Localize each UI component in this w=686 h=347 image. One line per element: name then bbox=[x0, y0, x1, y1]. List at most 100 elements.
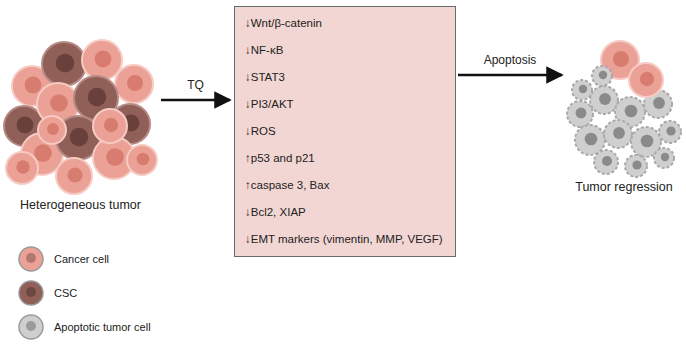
cell-nucleus bbox=[576, 108, 587, 119]
cell-body bbox=[127, 145, 157, 175]
cell-illustration bbox=[82, 40, 122, 80]
effect-item: ↓ROS bbox=[245, 124, 445, 138]
cell-illustration bbox=[625, 155, 647, 177]
cell-body bbox=[567, 101, 593, 127]
cell-illustration bbox=[572, 80, 592, 100]
cell-body bbox=[82, 40, 122, 80]
cell-illustration bbox=[659, 121, 681, 143]
arrow-label: Apoptosis bbox=[481, 53, 540, 67]
legend-label: Apoptotic tumor cell bbox=[54, 321, 151, 333]
cell-body bbox=[604, 120, 632, 148]
cell-nucleus bbox=[579, 85, 587, 93]
cell-body bbox=[594, 150, 618, 174]
cell-nucleus bbox=[95, 51, 112, 68]
cell-nucleus bbox=[34, 144, 52, 162]
effect-item: ↓NF-κB bbox=[245, 43, 445, 57]
legend-label: Cancer cell bbox=[54, 253, 109, 265]
cell-illustration bbox=[567, 101, 593, 127]
cell-nucleus bbox=[50, 94, 68, 112]
legend-swatch bbox=[16, 278, 46, 308]
cell-nucleus bbox=[585, 133, 598, 146]
cell-illustration bbox=[56, 158, 92, 194]
effect-item: ↓Wnt/β-catenin bbox=[245, 16, 445, 30]
legend-swatch bbox=[16, 244, 46, 274]
cell-nucleus bbox=[70, 128, 88, 146]
effect-item: ↓EMT markers (vimentin, MMP, VEGF) bbox=[245, 232, 445, 246]
cell-cluster bbox=[2, 26, 159, 196]
cell-nucleus bbox=[613, 51, 629, 67]
swatch-cell bbox=[19, 281, 43, 305]
legend-entry: Cancer cell bbox=[16, 244, 109, 274]
cell-nucleus bbox=[137, 153, 150, 166]
cell-body bbox=[659, 121, 681, 143]
cell-illustration bbox=[115, 65, 153, 103]
cell-body bbox=[590, 86, 618, 114]
mechanism-box: ↓Wnt/β-catenin ↓NF-κB ↓STAT3 ↓PI3/AKT ↓ROS ↑p… bbox=[234, 6, 456, 257]
cell-illustration bbox=[127, 145, 157, 175]
cell-nucleus bbox=[106, 148, 124, 166]
swatch-nucleus bbox=[26, 287, 36, 297]
legend-swatch bbox=[16, 312, 46, 342]
cell-body bbox=[38, 116, 66, 144]
cell-nucleus bbox=[602, 156, 612, 166]
cell-nucleus bbox=[666, 126, 675, 135]
cell-nucleus bbox=[632, 160, 641, 169]
stage-label: Tumor regression bbox=[566, 180, 682, 194]
cell-illustration bbox=[604, 120, 632, 148]
cell-illustration bbox=[6, 152, 38, 184]
cell-body bbox=[629, 63, 663, 97]
tumor-illustration: Heterogeneous tumor bbox=[2, 26, 159, 212]
effect-item: ↑p53 and p21 bbox=[245, 151, 445, 165]
cell-nucleus bbox=[640, 72, 654, 86]
cell-nucleus bbox=[88, 88, 106, 106]
cell-illustration bbox=[594, 150, 618, 174]
cell-nucleus bbox=[67, 167, 82, 182]
cell-body bbox=[6, 152, 38, 184]
swatch-cell bbox=[19, 315, 43, 339]
swatch-nucleus bbox=[26, 321, 36, 331]
cell-nucleus bbox=[625, 105, 638, 118]
cell-nucleus bbox=[661, 153, 669, 161]
cell-body bbox=[592, 66, 612, 86]
cell-nucleus bbox=[641, 135, 654, 148]
cell-nucleus bbox=[25, 77, 42, 94]
effect-item: ↓PI3/AKT bbox=[245, 97, 445, 111]
stage-label: Heterogeneous tumor bbox=[2, 198, 159, 212]
process-arrow bbox=[458, 74, 562, 77]
cell-cluster bbox=[566, 30, 682, 178]
cell-illustration bbox=[592, 66, 612, 86]
cell-nucleus bbox=[653, 97, 665, 109]
cell-illustration bbox=[590, 86, 618, 114]
effect-item: ↑caspase 3, Bax bbox=[245, 178, 445, 192]
swatch-nucleus bbox=[26, 253, 36, 263]
cell-illustration bbox=[42, 42, 86, 86]
cell-body bbox=[56, 158, 92, 194]
swatch-cell bbox=[19, 247, 43, 271]
arrow-label: TQ bbox=[184, 78, 207, 92]
cell-nucleus bbox=[613, 127, 625, 139]
cell-nucleus bbox=[47, 123, 59, 135]
cell-nucleus bbox=[104, 118, 118, 132]
cell-illustration bbox=[654, 148, 674, 168]
cell-body bbox=[572, 80, 592, 100]
cell-nucleus bbox=[127, 75, 143, 91]
cell-body bbox=[42, 42, 86, 86]
tumor-illustration: Tumor regression bbox=[566, 30, 682, 194]
cell-nucleus bbox=[599, 71, 607, 79]
legend-label: CSC bbox=[54, 287, 77, 299]
cell-body bbox=[115, 65, 153, 103]
cell-illustration bbox=[38, 116, 66, 144]
legend-entry: CSC bbox=[16, 278, 77, 308]
cell-nucleus bbox=[16, 160, 29, 173]
cell-body bbox=[625, 155, 647, 177]
cell-illustration bbox=[629, 63, 663, 97]
cell-body bbox=[654, 148, 674, 168]
cell-nucleus bbox=[56, 54, 74, 72]
cell-body bbox=[93, 109, 127, 143]
effect-item: ↓STAT3 bbox=[245, 70, 445, 84]
effect-item: ↓Bcl2, XIAP bbox=[245, 205, 445, 219]
legend-entry: Apoptotic tumor cell bbox=[16, 312, 151, 342]
cell-nucleus bbox=[17, 117, 34, 134]
cell-illustration bbox=[93, 109, 127, 143]
cell-nucleus bbox=[599, 93, 611, 105]
